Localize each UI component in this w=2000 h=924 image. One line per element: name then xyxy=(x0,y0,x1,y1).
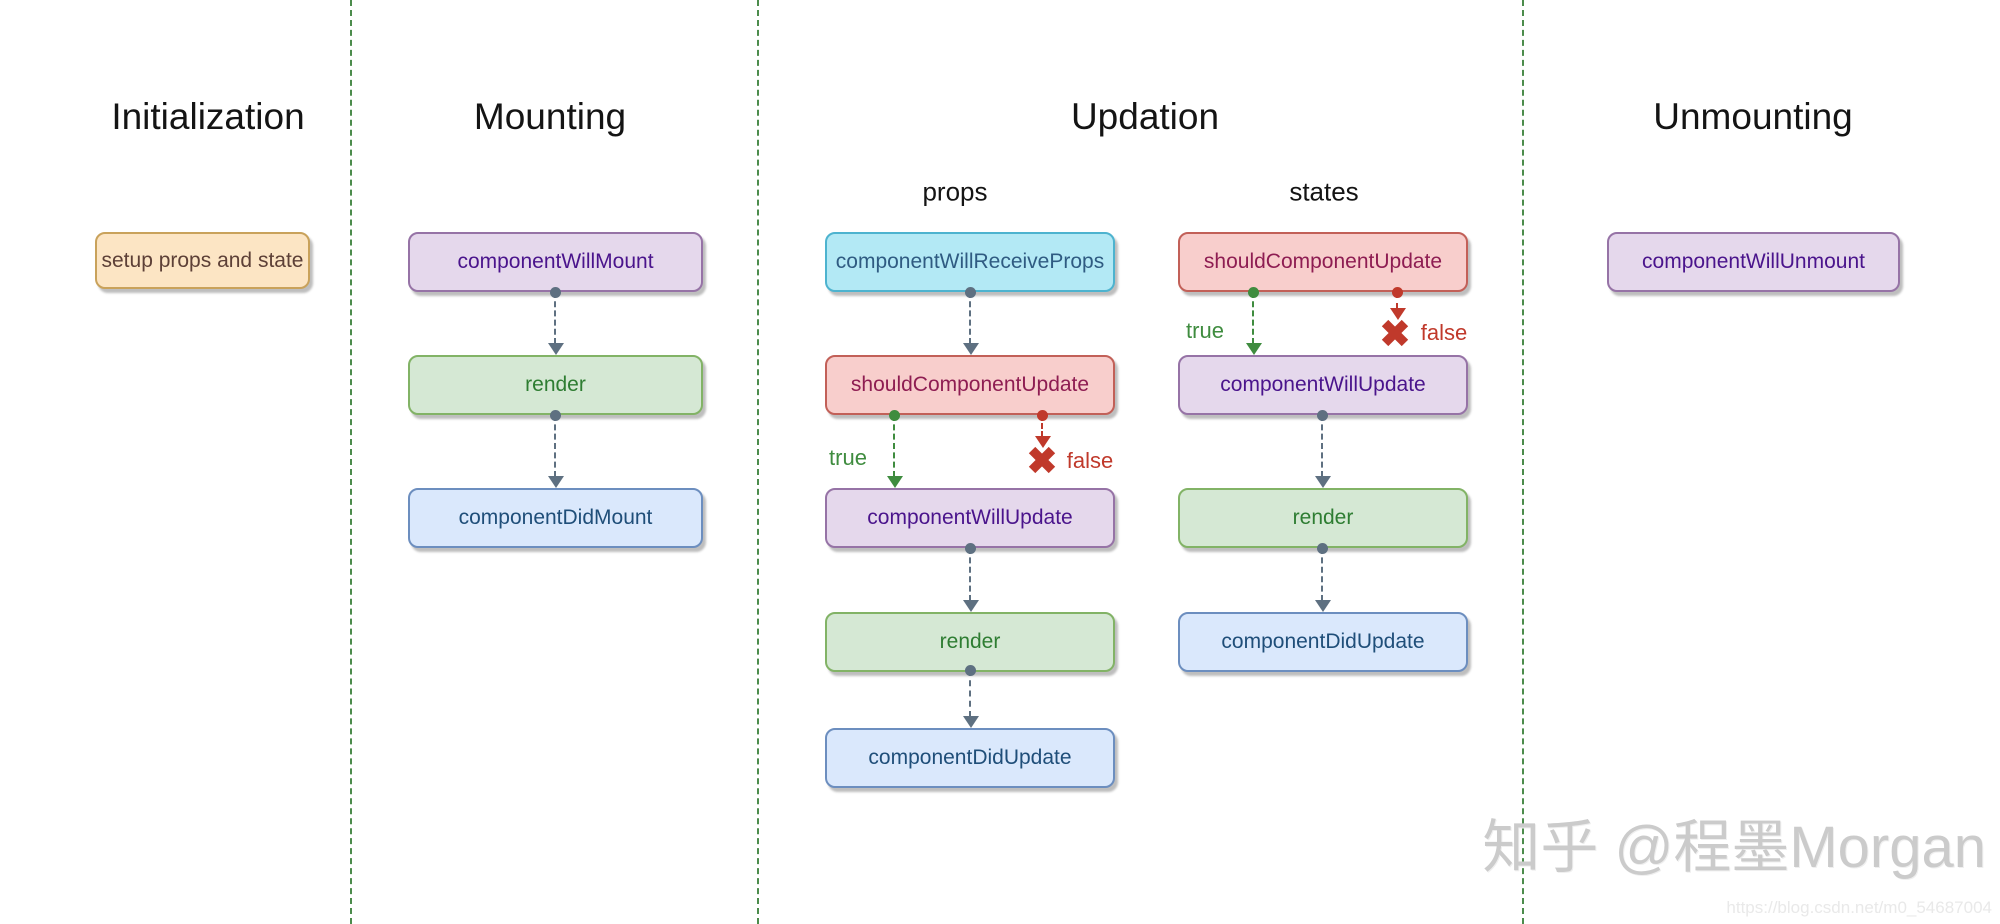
phase-title-mounting: Mounting xyxy=(473,96,627,137)
arrow-head xyxy=(1035,436,1051,448)
arrow-head xyxy=(1390,308,1406,320)
arrow-head xyxy=(1315,476,1331,488)
box-componentWillUpdate-props: componentWillUpdate xyxy=(825,488,1115,548)
phase-divider-3 xyxy=(1522,0,1524,924)
box-componentWillReceiveProps: componentWillReceiveProps xyxy=(825,232,1115,292)
arrow-render-to-componentDidMount xyxy=(548,410,564,488)
arrow-origin-dot xyxy=(965,287,976,298)
box-render-mounting: render xyxy=(408,355,703,415)
phase-title-unmounting: Unmounting xyxy=(1653,96,1853,137)
box-componentDidUpdate-props: componentDidUpdate xyxy=(825,728,1115,788)
arrow-head xyxy=(548,476,564,488)
arrow-origin-dot xyxy=(550,410,561,421)
arrow-origin-dot xyxy=(1317,543,1328,554)
phase-title-initialization: Initialization xyxy=(111,96,305,137)
box-componentDidMount: componentDidMount xyxy=(408,488,703,548)
arrow-head xyxy=(963,343,979,355)
arrow-receiveProps-to-shouldUpdate xyxy=(963,287,979,355)
arrow-origin-dot xyxy=(550,287,561,298)
arrow-head xyxy=(548,343,564,355)
label-true-props: true xyxy=(829,445,867,470)
arrow-willUpdate-to-render-props xyxy=(963,543,979,612)
arrow-origin-dot xyxy=(965,543,976,554)
false-x-icon-states: ✖ xyxy=(1379,313,1411,355)
arrow-render-to-didUpdate-props xyxy=(963,665,979,728)
arrow-head xyxy=(1315,600,1331,612)
arrow-head xyxy=(1246,343,1262,355)
label-true-states: true xyxy=(1186,318,1224,343)
subtitle-states: states xyxy=(1289,176,1359,207)
arrow-head xyxy=(963,600,979,612)
box-setup-props-and-state: setup props and state xyxy=(95,232,310,289)
arrow-origin-dot xyxy=(1392,287,1403,298)
arrow-origin-dot xyxy=(1037,410,1048,421)
arrow-componentWillMount-to-render xyxy=(548,287,564,355)
arrow-false-branch-props xyxy=(1035,410,1051,448)
box-render-props: render xyxy=(825,612,1115,672)
box-componentWillMount: componentWillMount xyxy=(408,232,703,292)
arrow-origin-dot xyxy=(1317,410,1328,421)
label-false-states: false xyxy=(1420,320,1468,345)
false-x-icon-props: ✖ xyxy=(1026,440,1058,482)
phase-divider-2 xyxy=(757,0,759,924)
phase-divider-1 xyxy=(350,0,352,924)
arrow-true-branch-states xyxy=(1246,287,1262,355)
arrow-true-branch-props xyxy=(887,410,903,488)
box-componentWillUpdate-states: componentWillUpdate xyxy=(1178,355,1468,415)
arrow-origin-dot xyxy=(1248,287,1259,298)
watermark-zhihu-author: 知乎 @程墨Morgan xyxy=(1482,815,1986,880)
box-shouldComponentUpdate-props: shouldComponentUpdate xyxy=(825,355,1115,415)
box-componentWillUnmount: componentWillUnmount xyxy=(1607,232,1900,292)
arrow-head xyxy=(963,716,979,728)
arrow-false-branch-states xyxy=(1390,287,1406,320)
subtitle-props: props xyxy=(922,176,988,207)
watermark-blog-url: https://blog.csdn.net/m0_54687004 xyxy=(1726,898,1992,917)
box-componentDidUpdate-states: componentDidUpdate xyxy=(1178,612,1468,672)
arrow-head xyxy=(887,476,903,488)
arrow-willUpdate-to-render-states xyxy=(1315,410,1331,488)
label-false-props: false xyxy=(1066,448,1114,473)
box-shouldComponentUpdate-states: shouldComponentUpdate xyxy=(1178,232,1468,292)
phase-title-updation: Updation xyxy=(1070,96,1220,137)
box-render-states: render xyxy=(1178,488,1468,548)
arrow-origin-dot xyxy=(965,665,976,676)
arrow-render-to-didUpdate-states xyxy=(1315,543,1331,612)
arrow-origin-dot xyxy=(889,410,900,421)
